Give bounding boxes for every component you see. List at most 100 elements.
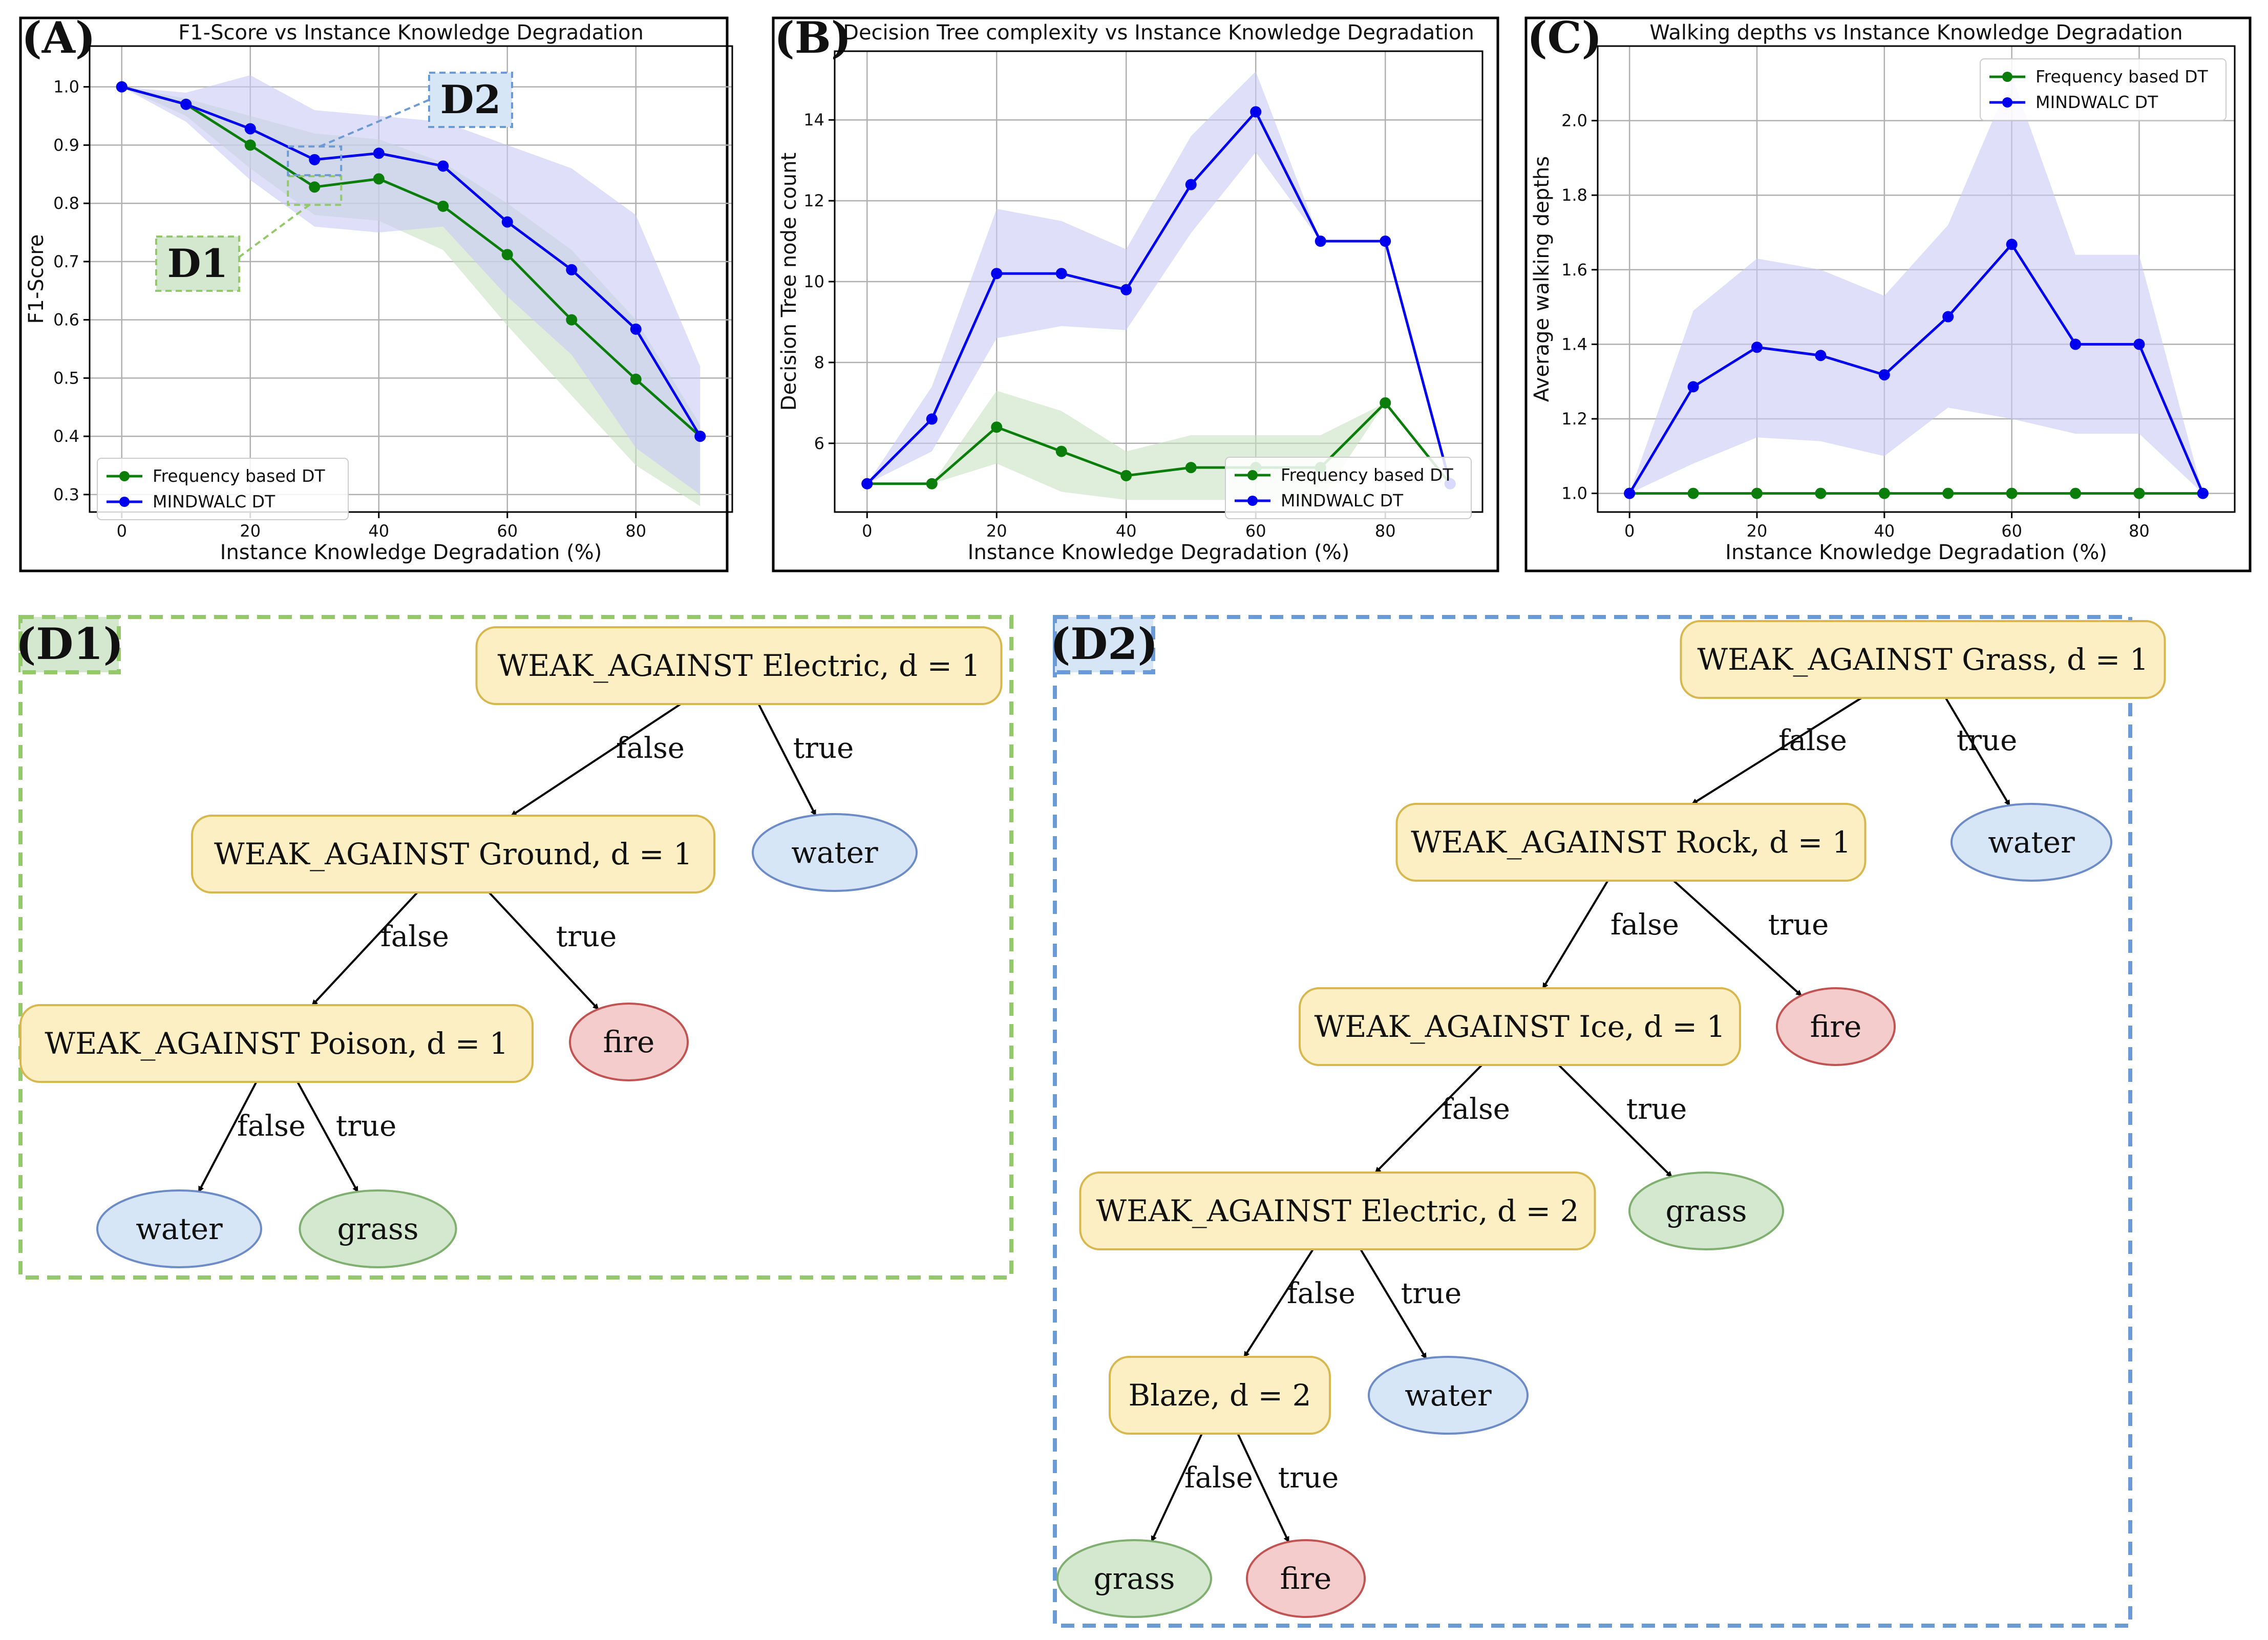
leaf-node-grass bbox=[1056, 1539, 1212, 1618]
data-point-frequency bbox=[1687, 487, 1699, 499]
data-point-mindwalc bbox=[2006, 239, 2018, 250]
data-point-frequency bbox=[2006, 487, 2018, 499]
tree-panel-label: (D1) bbox=[16, 619, 124, 669]
leaf-node-water bbox=[96, 1189, 262, 1268]
edge-label-true: true bbox=[1401, 1277, 1461, 1310]
edge-label-true: true bbox=[336, 1110, 396, 1143]
leaf-node-water bbox=[1951, 803, 2112, 882]
leaf-node-grass bbox=[1628, 1172, 1784, 1250]
edge-label-false: false bbox=[1287, 1277, 1355, 1310]
edge-label-true: true bbox=[556, 920, 617, 953]
confidence-band-mindwalc bbox=[867, 71, 1450, 484]
x-tick-label: 80 bbox=[1375, 521, 1396, 541]
leaf-node-water bbox=[1368, 1356, 1529, 1435]
y-tick-label: 0.8 bbox=[53, 194, 79, 213]
data-point-mindwalc bbox=[630, 323, 642, 335]
tree-edge bbox=[1542, 880, 1609, 989]
y-tick-label: 1.0 bbox=[1561, 484, 1587, 503]
edge-label-false: false bbox=[1778, 724, 1847, 757]
tree-frame bbox=[1053, 615, 2132, 1628]
y-tick-label: 0.7 bbox=[53, 252, 79, 271]
data-point-frequency bbox=[630, 373, 642, 385]
callout-zoom-box-D1 bbox=[287, 175, 343, 206]
x-axis-label: Instance Knowledge Degradation (%) bbox=[220, 541, 602, 564]
y-tick-label: 0.9 bbox=[53, 135, 79, 155]
x-axis-label: Instance Knowledge Degradation (%) bbox=[968, 541, 1350, 564]
y-tick-label: 1.8 bbox=[1561, 185, 1587, 205]
node-label: fire bbox=[603, 1025, 655, 1059]
x-tick-label: 60 bbox=[497, 521, 518, 541]
edge-label-true: true bbox=[793, 732, 854, 765]
x-tick-label: 0 bbox=[1624, 521, 1635, 541]
y-tick-label: 14 bbox=[803, 110, 824, 130]
legend-box bbox=[1980, 58, 2227, 121]
node-label: WEAK_AGAINST Ground, d = 1 bbox=[214, 837, 692, 871]
panel-frame bbox=[19, 16, 729, 572]
leaf-node-grass bbox=[299, 1189, 457, 1268]
edge-label-false: false bbox=[380, 920, 449, 953]
edge-label-true: true bbox=[1626, 1093, 1687, 1126]
legend-box bbox=[1225, 457, 1472, 519]
x-tick-label: 20 bbox=[1747, 521, 1768, 541]
tree-label-box bbox=[18, 615, 121, 674]
decision-node bbox=[475, 626, 1003, 705]
node-label: grass bbox=[1094, 1561, 1175, 1596]
y-tick-label: 6 bbox=[814, 434, 824, 453]
data-point-mindwalc bbox=[1878, 369, 1890, 381]
data-point-mindwalc bbox=[501, 216, 513, 228]
chart-title: Decision Tree complexity vs Instance Kno… bbox=[843, 21, 1474, 45]
callout-label-D2: D2 bbox=[440, 77, 501, 122]
plot-area bbox=[89, 45, 733, 513]
node-label: WEAK_AGAINST Poison, d = 1 bbox=[45, 1026, 508, 1061]
decision-node bbox=[1680, 620, 2166, 699]
x-axis-label: Instance Knowledge Degradation (%) bbox=[1725, 541, 2107, 564]
series-line-frequency bbox=[867, 401, 1451, 485]
data-point-mindwalc bbox=[1185, 179, 1197, 190]
node-label: Blaze, d = 2 bbox=[1128, 1378, 1311, 1413]
y-axis-label: F1-Score bbox=[25, 235, 48, 324]
edge-label-true: true bbox=[1768, 908, 1829, 942]
panel-label: (A) bbox=[22, 12, 96, 63]
tree-edge bbox=[1374, 1064, 1483, 1174]
y-tick-label: 0.6 bbox=[53, 310, 79, 330]
legend-entry-mindwalc: MINDWALC DT bbox=[153, 492, 275, 512]
node-label: fire bbox=[1280, 1561, 1332, 1596]
data-point-mindwalc bbox=[116, 81, 128, 93]
data-point-mindwalc bbox=[309, 154, 321, 165]
legend-marker-mindwalc bbox=[2002, 97, 2012, 108]
series-line-mindwalc bbox=[1628, 242, 2205, 494]
series-line-mindwalc bbox=[866, 110, 1452, 485]
edge-label-false: false bbox=[237, 1110, 306, 1143]
legend-marker-frequency bbox=[2002, 72, 2012, 82]
confidence-band-mindwalc bbox=[121, 75, 701, 495]
node-label: grass bbox=[337, 1211, 419, 1246]
x-tick-label: 40 bbox=[368, 521, 389, 541]
y-tick-label: 1.4 bbox=[1561, 334, 1587, 354]
node-label: water bbox=[1405, 1378, 1492, 1413]
legend-entry-frequency: Frequency based DT bbox=[2036, 67, 2208, 87]
tree-panel-label: (D2) bbox=[1050, 619, 1158, 669]
tree-edge bbox=[296, 1081, 359, 1193]
node-label: grass bbox=[1666, 1194, 1747, 1228]
node-label: water bbox=[1988, 825, 2075, 860]
y-tick-label: 0.5 bbox=[53, 368, 79, 388]
legend: Frequency based DT MINDWALC DT bbox=[1980, 58, 2227, 121]
chart-title: Walking depths vs Instance Knowledge Deg… bbox=[1649, 21, 2182, 45]
legend-entry-mindwalc: MINDWALC DT bbox=[2036, 92, 2158, 112]
data-point-mindwalc bbox=[437, 160, 449, 172]
legend-marker-frequency bbox=[1247, 470, 1258, 480]
y-tick-label: 12 bbox=[803, 191, 824, 210]
decision-node bbox=[1395, 803, 1867, 882]
data-point-mindwalc bbox=[1815, 350, 1827, 361]
leaf-node-fire bbox=[569, 1003, 689, 1081]
y-axis-label: Decision Tree node count bbox=[777, 153, 801, 411]
data-point-mindwalc bbox=[1055, 268, 1067, 280]
tree-edge bbox=[1243, 1248, 1314, 1358]
tree-edge bbox=[1691, 697, 1862, 805]
